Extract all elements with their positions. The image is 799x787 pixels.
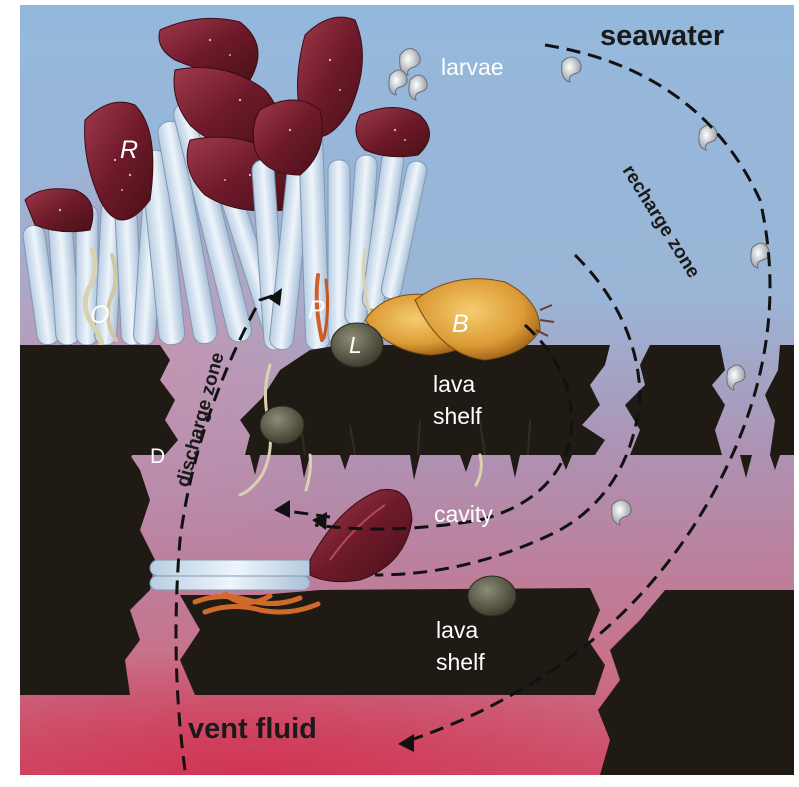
larvae-label: larvae: [441, 54, 504, 80]
letter-P: P: [308, 296, 325, 324]
cavity-label: cavity: [434, 501, 493, 527]
lava-rock: [20, 345, 794, 775]
letter-O: O: [90, 301, 109, 329]
limpets: [259, 322, 517, 617]
upper-lava-shelf-label-line2: shelf: [433, 403, 482, 429]
upper-lava-shelf-label-line1: lava: [433, 371, 475, 397]
letter-R: R: [120, 136, 138, 164]
bivalve-mussels: [364, 278, 555, 361]
lower-lava-shelf-label-line1: lava: [436, 617, 478, 643]
tubeworm-colony-middle: [251, 16, 430, 351]
vent-fluid-label: vent fluid: [188, 713, 317, 745]
arrowheads: [268, 288, 414, 752]
hanging-worms: [238, 363, 483, 497]
letter-B: B: [452, 310, 469, 338]
larvae-icons: [388, 48, 770, 526]
letter-D: D: [150, 445, 165, 468]
letter-L: L: [349, 332, 362, 358]
orange-worms: [192, 591, 321, 615]
lower-lava-shelf-label-line2: shelf: [436, 649, 485, 675]
seawater-label: seawater: [600, 20, 724, 52]
